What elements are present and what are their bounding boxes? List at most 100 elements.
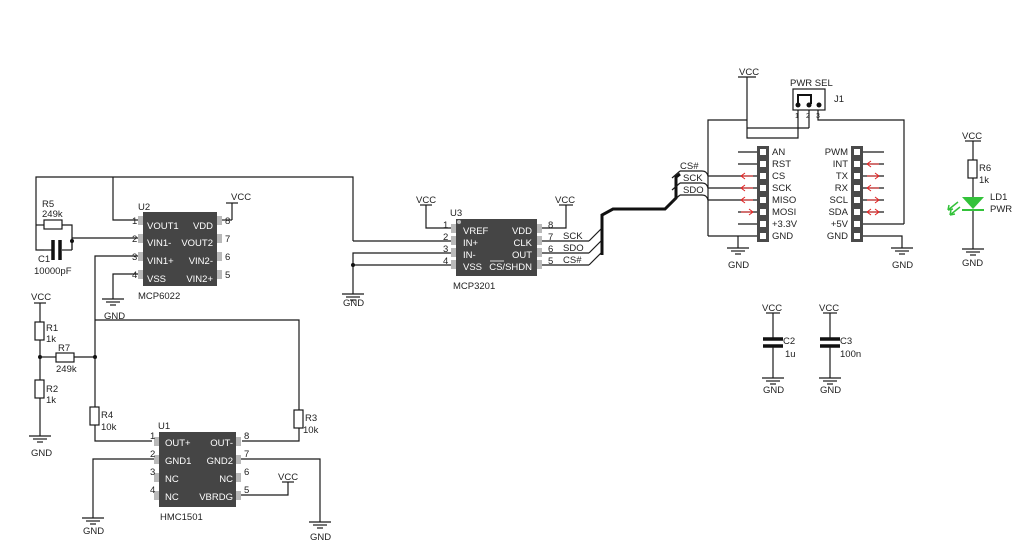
r4-resistor [89,406,100,426]
j1-pin-number: 3 [816,113,820,120]
u2-pin-name: VIN2- [189,256,213,267]
net-label-cs: CS# [563,255,582,266]
c2-capacitor [763,337,783,348]
u1-gnd2-label: GND [310,532,331,543]
header-right-label: +5V [831,219,849,230]
u1-pin-name: NC [165,492,179,503]
header-right-label: PWM [825,147,848,158]
c2-gnd-label: GND [763,385,784,396]
u2-pin-name: VOUT1 [147,221,179,232]
u2-pin-number: 4 [132,270,137,281]
u3-pin-name: OUT [512,250,532,261]
j1-pin-number: 1 [795,113,799,120]
u2-pin-number: 6 [225,252,230,263]
u1-pin-number: 3 [150,467,155,478]
header-right-gnd-label: GND [892,260,913,271]
u2-gnd-label: GND [104,311,125,322]
header-right-label: GND [827,231,848,242]
c2-ref: C2 [783,336,795,347]
r1-resistor [34,321,45,341]
u2-pin-name: VIN1+ [147,256,174,267]
u2-pin-name: VSS [147,274,166,285]
u1-ref: U1 [158,421,170,432]
header-left-label: SCK [772,183,792,194]
u1-pin-name: VBRDG [199,492,233,503]
r1-value: 1k [46,334,56,345]
u1-pin-name: GND1 [165,456,191,467]
u3-part: MCP3201 [453,281,495,292]
r2-gnd-label: GND [31,448,52,459]
u3-pin-number: 4 [443,256,448,267]
c1-capacitor [51,240,62,260]
r6-value: 1k [979,175,989,186]
u3-adc: U3 MCP3201 VREF IN+ IN- VSS VDD CLK OUT … [443,208,553,292]
u3-pin-name: VREF [463,226,489,237]
header-left-label: GND [772,231,793,242]
r2-resistor [34,379,45,399]
j1-ref: J1 [834,94,844,105]
u1-pin-name: NC [165,474,179,485]
header-left-label: CS [772,171,785,182]
direction-arrow-icon [866,160,880,216]
u3-pin-name: VSS [463,262,482,273]
r5-ref: R5 [42,199,54,210]
u3-pin-number: 5 [548,256,553,267]
j1-vcc-label: VCC [739,67,759,78]
header-right-label: SCL [830,195,848,206]
u1-pin-number: 8 [244,431,249,442]
bus-label-sdo: SDO [683,185,704,196]
led-icon [947,197,984,216]
r3-value: 10k [303,425,319,436]
c1-value: 10000pF [34,266,72,277]
u1-pin-name: OUT- [210,438,233,449]
u1-pin-name: OUT+ [165,438,191,449]
header-left-label: AN [772,147,785,158]
u1-pin-number: 2 [150,449,155,460]
u3-pin-number: 1 [443,220,448,231]
ld1-value: PWR [990,204,1012,215]
u3-pin-number: 8 [548,220,553,231]
u1-pin-number: 4 [150,485,155,496]
u3-ref: U3 [450,208,462,219]
u3-gnd-label: GND [343,298,364,309]
c3-value: 100n [840,349,861,360]
u1-part: HMC1501 [160,512,203,523]
j1-jumper [792,88,826,111]
u3-pin-name: CS/SHDN [489,262,532,273]
u2-pin-number: 3 [132,252,137,263]
j1-pin-number: 2 [806,113,810,120]
u2-pin-number: 7 [225,234,230,245]
header-right-label: RX [835,183,849,194]
r6-resistor [967,159,978,179]
u3-pin-name: IN- [463,250,476,261]
direction-arrow-icon [741,208,754,216]
u2-opamp: U2 MCP6022 VOUT1 VIN1- VIN1+ VSS VDD VOU… [132,202,230,302]
c3-ref: C3 [840,336,852,347]
direction-arrow-icon [740,172,753,204]
u2-pin-number: 1 [132,216,137,227]
r1-vcc-label: VCC [31,292,51,303]
bus-label-cs: CS# [680,161,699,172]
net-label-sck: SCK [563,231,583,242]
r6-vcc-label: VCC [962,131,982,142]
u3-pin-name: VDD [512,226,532,237]
u2-pin-number: 8 [225,216,230,227]
c2-value: 1u [785,349,796,360]
u3-vref-vcc-label: VCC [416,195,436,206]
u3-pin-name: CLK [514,238,533,249]
header-left-label: MISO [772,195,796,206]
header-left [757,146,769,242]
r3-resistor [293,409,304,429]
header-left-gnd-label: GND [728,260,749,271]
c3-gnd-label: GND [820,385,841,396]
r4-ref: R4 [101,410,113,421]
u3-pin-number: 7 [548,232,553,243]
u2-part: MCP6022 [138,291,180,302]
r5-resistor [43,219,63,230]
u2-pin-number: 2 [132,234,137,245]
c3-capacitor [820,337,840,348]
header-right [851,146,863,242]
r7-value: 249k [56,364,77,375]
u1-pin-number: 5 [244,485,249,496]
